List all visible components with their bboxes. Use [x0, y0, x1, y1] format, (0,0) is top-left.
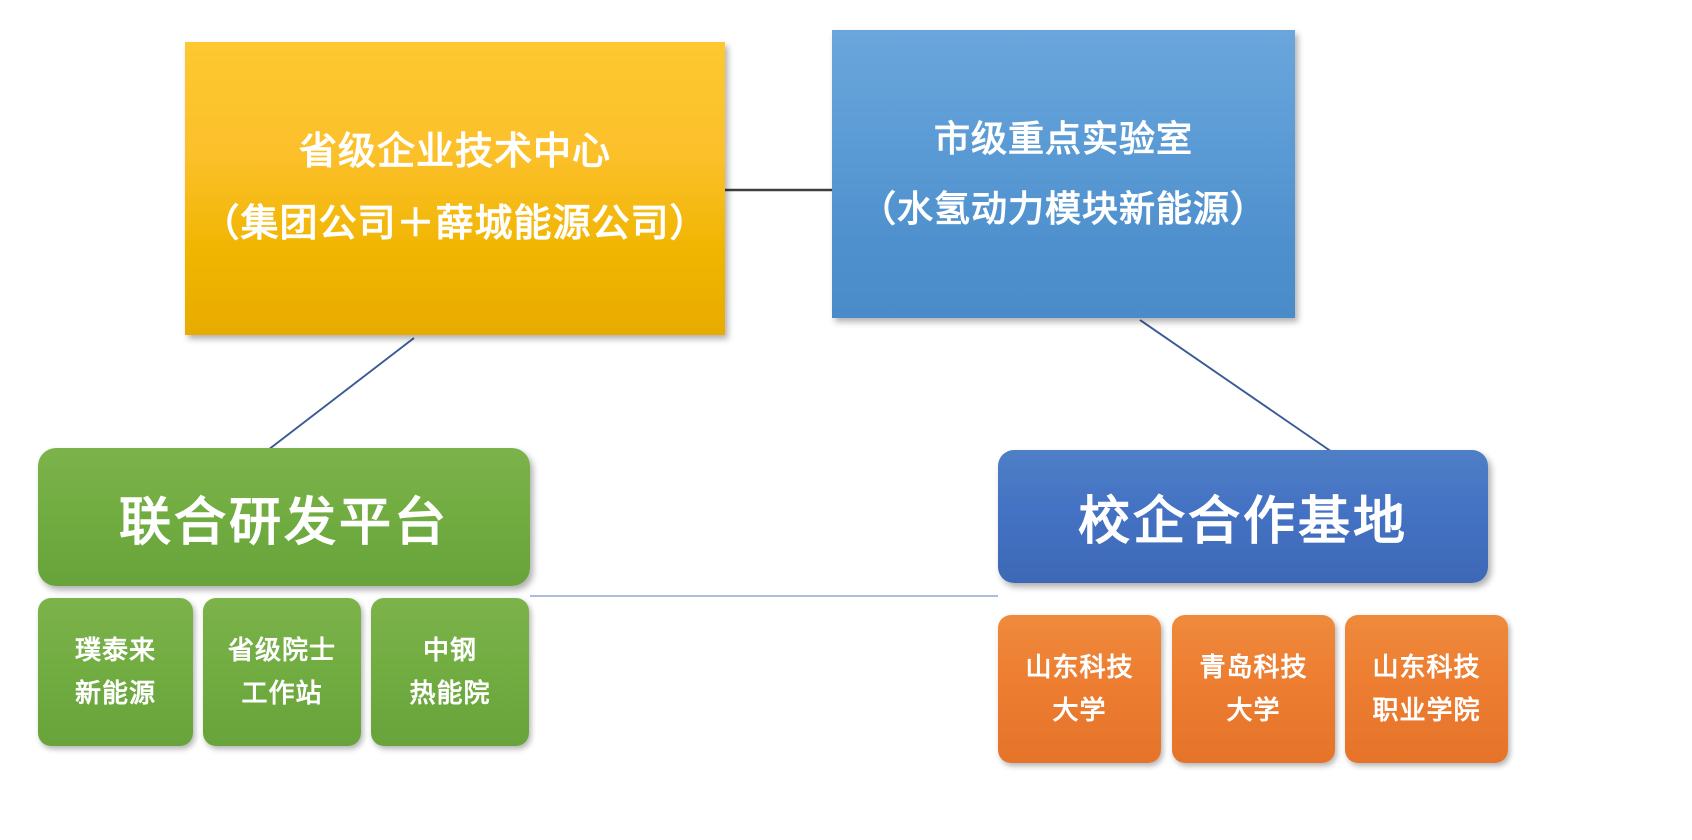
- chip-shandong-vocational-college-line2: 职业学院: [1372, 695, 1481, 725]
- connector-key-lab-to-coop-base: [1139, 319, 1333, 453]
- node-city-key-laboratory-line2: （水氢动力模块新能源）: [859, 188, 1267, 229]
- chip-putailai-new-energy-line1: 璞泰来: [74, 634, 156, 665]
- node-provincial-tech-center[interactable]: 省级企业技术中心 （集团公司＋薛城能源公司）: [185, 42, 725, 335]
- chip-zhonggang-thermal-institute[interactable]: 中钢 热能院: [371, 598, 529, 746]
- node-university-cooperation-base[interactable]: 校企合作基地: [998, 450, 1488, 583]
- chip-qingdao-univ-science-technology-line1: 青岛科技: [1199, 651, 1308, 682]
- connector-tech-center-to-joint-rd: [267, 337, 415, 451]
- chip-provincial-academician-workstation-line1: 省级院士: [227, 634, 336, 665]
- chip-shandong-vocational-college-line1: 山东科技: [1372, 651, 1481, 682]
- node-city-key-laboratory[interactable]: 市级重点实验室 （水氢动力模块新能源）: [832, 30, 1295, 318]
- node-joint-rd-platform[interactable]: 联合研发平台: [38, 448, 530, 586]
- chip-provincial-academician-workstation[interactable]: 省级院士 工作站: [203, 598, 361, 746]
- node-joint-rd-platform-label: 联合研发平台: [118, 493, 449, 552]
- chip-zhonggang-thermal-institute-line1: 中钢: [422, 634, 477, 665]
- chip-qingdao-univ-science-technology[interactable]: 青岛科技 大学: [1172, 615, 1335, 763]
- chip-putailai-new-energy[interactable]: 璞泰来 新能源: [38, 598, 193, 746]
- chip-shandong-univ-science-technology-line1: 山东科技: [1025, 651, 1134, 682]
- node-city-key-laboratory-line1: 市级重点实验室: [933, 118, 1193, 160]
- node-university-cooperation-base-label: 校企合作基地: [1077, 493, 1408, 551]
- chip-shandong-univ-science-technology[interactable]: 山东科技 大学: [998, 615, 1161, 763]
- node-provincial-tech-center-line2: （集团公司＋薛城能源公司）: [201, 202, 709, 245]
- chip-putailai-new-energy-line2: 新能源: [74, 678, 156, 708]
- chip-qingdao-univ-science-technology-line2: 大学: [1226, 695, 1281, 725]
- chip-shandong-vocational-college[interactable]: 山东科技 职业学院: [1345, 615, 1508, 763]
- chip-zhonggang-thermal-institute-line2: 热能院: [409, 678, 491, 708]
- node-provincial-tech-center-line1: 省级企业技术中心: [298, 130, 611, 173]
- chip-shandong-univ-science-technology-line2: 大学: [1052, 695, 1107, 725]
- chip-provincial-academician-workstation-line2: 工作站: [241, 678, 323, 708]
